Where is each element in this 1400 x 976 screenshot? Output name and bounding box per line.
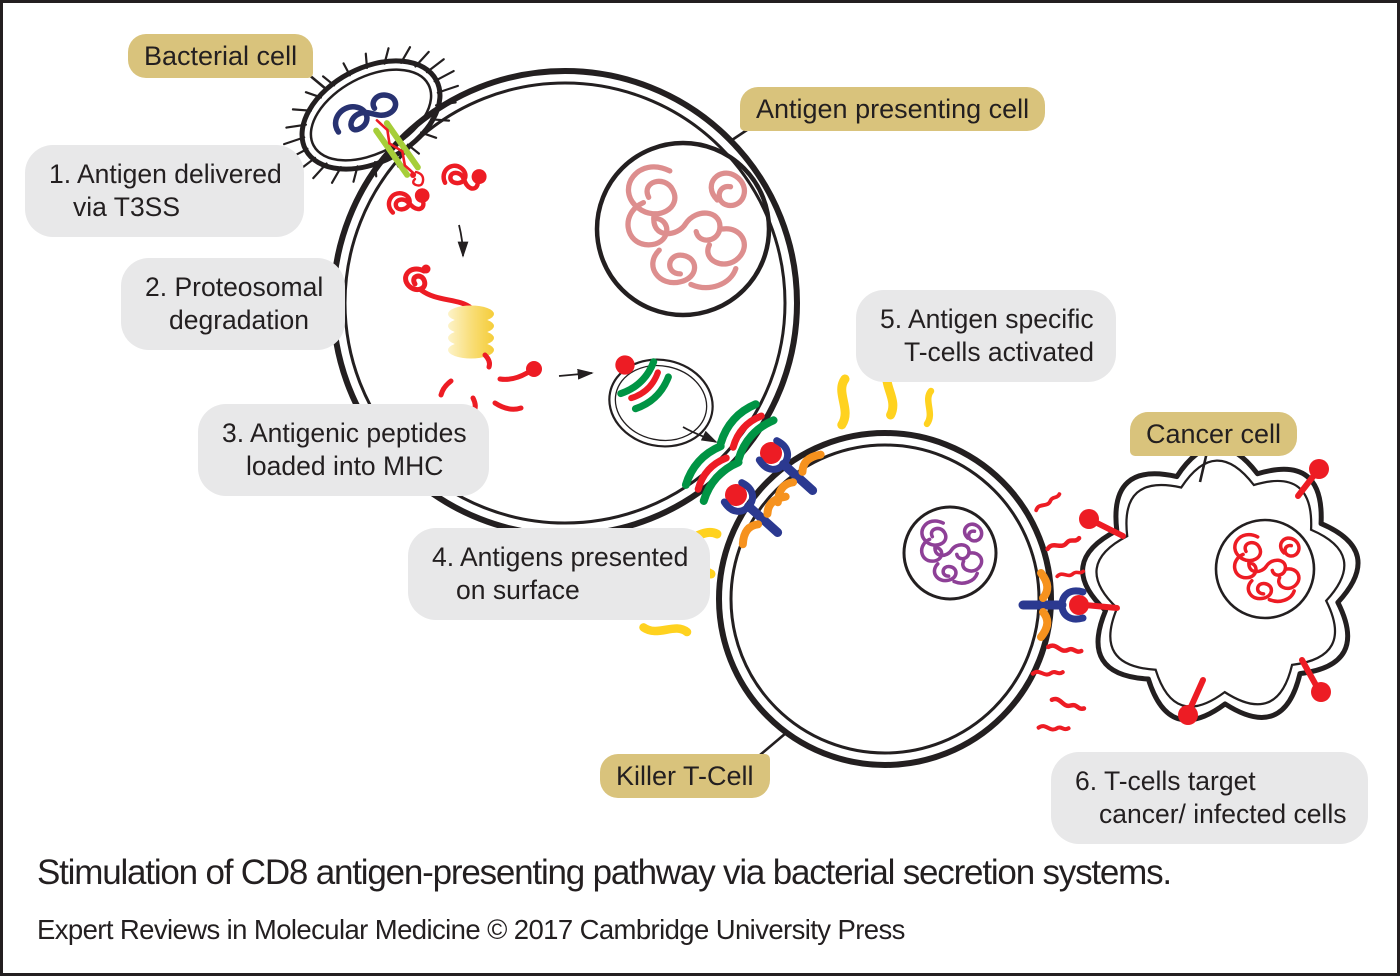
- step-line: 3. Antigenic peptides: [222, 418, 467, 448]
- step-line: 2. Proteosomal: [145, 272, 324, 302]
- step-line: 5. Antigen specific: [880, 304, 1094, 334]
- step-line: loaded into MHC: [246, 451, 444, 481]
- step-6-tcells-target: 6. T-cells target cancer/ infected cells: [1051, 752, 1369, 844]
- cancer-cell-label: Cancer cell: [1130, 412, 1298, 456]
- step-line: 6. T-cells target: [1075, 766, 1256, 796]
- step-line: cancer/ infected cells: [1099, 799, 1347, 829]
- step-line: via T3SS: [73, 192, 181, 222]
- arrow-to-degradation: [457, 224, 469, 258]
- killer-t-cell-drawing: [716, 430, 1054, 768]
- apc-nucleus: [594, 140, 772, 318]
- step-line: 1. Antigen delivered: [49, 159, 282, 189]
- step-line: degradation: [169, 305, 309, 335]
- secreted-antigen-tip: [410, 170, 425, 187]
- antigen-protein: [442, 162, 488, 191]
- bacterial-dna: [332, 92, 399, 135]
- step-line: 4. Antigens presented: [432, 542, 689, 572]
- step-4-antigens-presented: 4. Antigens presented on surface: [408, 528, 711, 620]
- antigen-protein: [387, 187, 431, 213]
- cancer-cell-nucleus: [1214, 518, 1316, 620]
- proteasome: [448, 305, 494, 359]
- unfolding-protein: [403, 264, 474, 311]
- cancer-surface-antigens: [1079, 459, 1331, 725]
- step-line: T-cells activated: [904, 337, 1094, 367]
- killer-t-cell-label: Killer T-Cell: [600, 754, 770, 798]
- step-line: on surface: [456, 575, 580, 605]
- peptide-fragments: [438, 352, 542, 414]
- arrow-to-surface: [682, 426, 718, 443]
- figure-credit: Expert Reviews in Molecular Medicine © 2…: [37, 914, 905, 945]
- step-3-peptides-loaded-mhc: 3. Antigenic peptides loaded into MHC: [198, 404, 489, 496]
- step-2-proteosomal-degradation: 2. Proteosomal degradation: [121, 258, 346, 350]
- step-5-tcells-activated: 5. Antigen specific T-cells activated: [856, 290, 1116, 382]
- antigen-presenting-cell-label: Antigen presenting cell: [740, 87, 1046, 131]
- pathway-diagram: [282, 46, 1400, 768]
- step-1-antigen-delivered: 1. Antigen delivered via T3SS: [25, 145, 304, 237]
- bacterial-cell-label: Bacterial cell: [128, 34, 314, 78]
- t-cell-nucleus: [902, 505, 998, 601]
- arrow-to-mhc-loading: [558, 368, 594, 380]
- mhc-vesicle: [601, 342, 714, 448]
- figure-title: Stimulation of CD8 antigen-presenting pa…: [37, 853, 1172, 892]
- t3ss-needle: [373, 119, 421, 178]
- cancer-peptide-ball: [1069, 595, 1089, 615]
- bacterial-cell-drawing: [282, 46, 460, 184]
